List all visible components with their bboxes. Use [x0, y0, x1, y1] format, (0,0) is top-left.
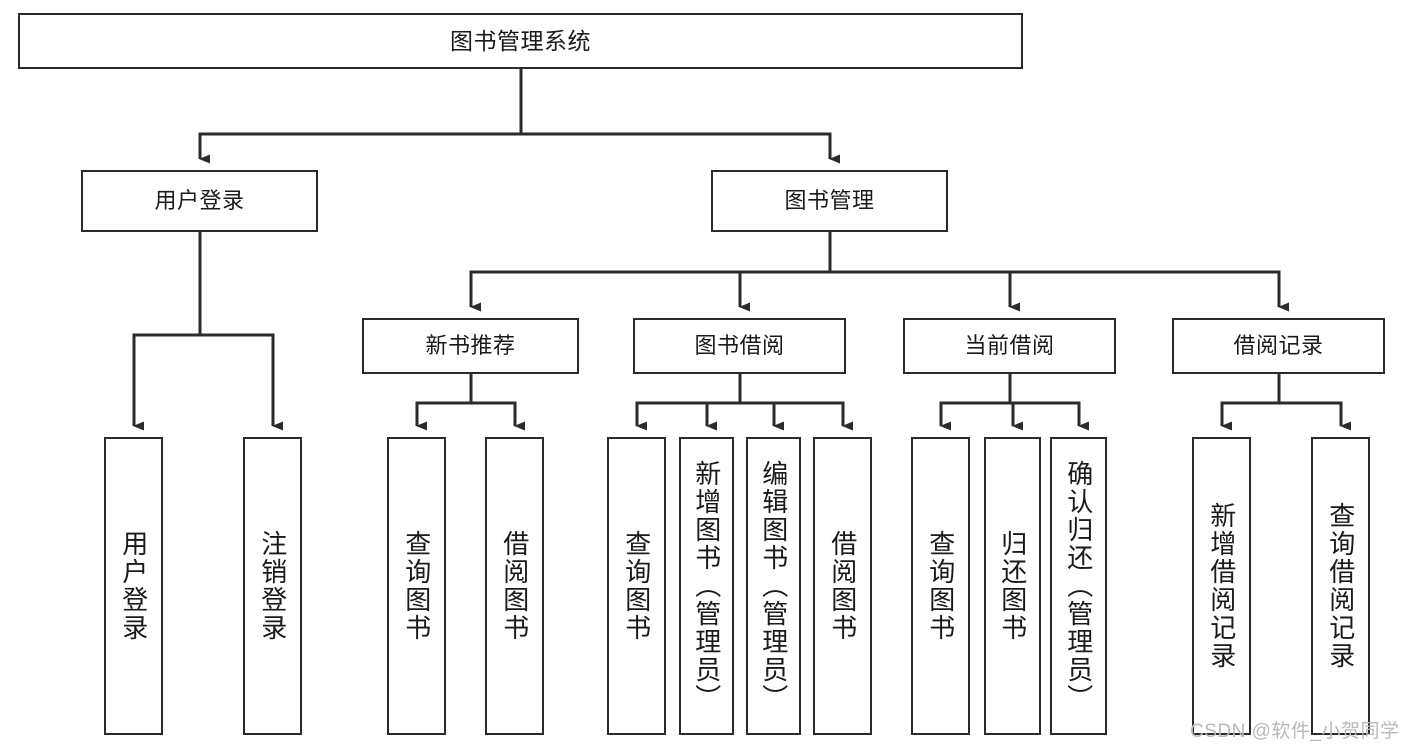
node-root[interactable]: 图书管理系统 [18, 13, 1023, 69]
edge-root-to-login [198, 132, 521, 164]
edge-newbook-to-leaf-new-2 [471, 401, 525, 431]
watermark: CSDN @软件_小贺同学 [1190, 721, 1400, 742]
edge-login-to-leaf-login-1 [132, 333, 200, 431]
node-label: 新增借阅记录 [1206, 502, 1237, 670]
node-label: 确认归还（管理员） [1063, 460, 1094, 712]
node-label: 用户登录 [118, 530, 149, 642]
node-label: 图书管理 [784, 188, 875, 214]
node-label: 借阅图书 [499, 530, 530, 642]
node-current[interactable]: 当前借阅 [903, 318, 1116, 374]
node-label: 图书借阅 [694, 333, 785, 359]
edge-records-to-leaf-rec-2 [1279, 401, 1351, 431]
node-leaf-login-2[interactable]: 注销登录 [243, 437, 302, 735]
node-label: 借阅图书 [827, 530, 858, 642]
node-leaf-new-1[interactable]: 查询图书 [387, 437, 446, 735]
node-label: 注销登录 [257, 530, 288, 642]
node-leaf-bor-4[interactable]: 借阅图书 [813, 437, 872, 735]
node-label: 图书管理系统 [450, 27, 591, 54]
edge-borrow-to-leaf-bor-2 [705, 401, 740, 431]
node-label: 用户登录 [154, 188, 245, 214]
edge-root-to-bookmgmt [521, 132, 840, 164]
edge-bookmgmt-to-current [830, 270, 1020, 312]
node-leaf-login-1[interactable]: 用户登录 [104, 437, 163, 735]
edge-bookmgmt-to-records [830, 270, 1289, 312]
node-label: 新增图书（管理员） [691, 460, 722, 712]
node-leaf-rec-2[interactable]: 查询借阅记录 [1311, 437, 1370, 735]
node-leaf-bor-1[interactable]: 查询图书 [607, 437, 666, 735]
node-newbook[interactable]: 新书推荐 [362, 318, 579, 374]
edge-borrow-to-leaf-bor-3 [740, 401, 784, 431]
node-label: 查询借阅记录 [1325, 502, 1356, 670]
node-leaf-rec-1[interactable]: 新增借阅记录 [1192, 437, 1251, 735]
edge-records-to-leaf-rec-1 [1220, 401, 1279, 431]
node-leaf-bor-3[interactable]: 编辑图书（管理员） [746, 437, 801, 735]
edge-current-to-leaf-cur-1 [939, 401, 1010, 431]
edge-current-to-leaf-cur-2 [1010, 401, 1023, 431]
edge-bookmgmt-to-borrow [738, 270, 830, 312]
edge-bookmgmt-to-newbook [469, 270, 830, 312]
node-label: 新书推荐 [425, 333, 516, 359]
edge-login-to-leaf-login-2 [200, 333, 283, 431]
node-login[interactable]: 用户登录 [81, 170, 318, 232]
node-label: 查询图书 [401, 530, 432, 642]
node-label: 借阅记录 [1233, 333, 1324, 359]
node-bookmgmt[interactable]: 图书管理 [711, 170, 948, 232]
node-leaf-bor-2[interactable]: 新增图书（管理员） [679, 437, 734, 735]
edge-borrow-to-leaf-bor-1 [635, 401, 740, 431]
node-leaf-new-2[interactable]: 借阅图书 [485, 437, 544, 735]
node-label: 查询图书 [621, 530, 652, 642]
node-label: 归还图书 [997, 530, 1028, 642]
node-leaf-cur-2[interactable]: 归还图书 [984, 437, 1041, 735]
node-label: 编辑图书（管理员） [758, 460, 789, 712]
edge-newbook-to-leaf-new-1 [415, 401, 471, 431]
node-records[interactable]: 借阅记录 [1172, 318, 1385, 374]
node-label: 查询图书 [925, 530, 956, 642]
node-leaf-cur-1[interactable]: 查询图书 [911, 437, 970, 735]
node-label: 当前借阅 [964, 333, 1055, 359]
node-borrow[interactable]: 图书借阅 [633, 318, 846, 374]
edge-borrow-to-leaf-bor-4 [740, 401, 853, 431]
node-leaf-cur-3[interactable]: 确认归还（管理员） [1050, 437, 1107, 735]
edge-current-to-leaf-cur-3 [1010, 401, 1089, 431]
